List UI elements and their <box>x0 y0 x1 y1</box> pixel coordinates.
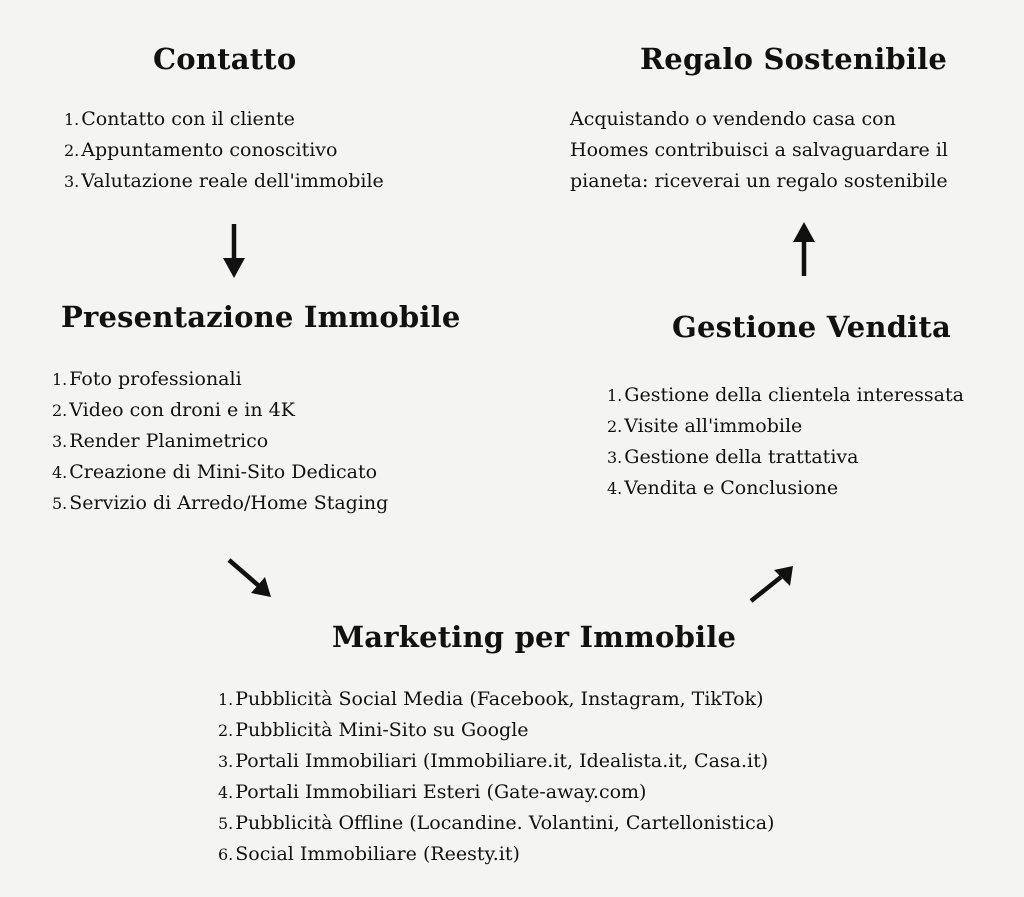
list-item: 1.Foto professionali <box>52 368 242 390</box>
regalo-line: pianeta: riceverai un regalo sostenibile <box>570 170 948 192</box>
list-item: 4.Vendita e Conclusione <box>607 477 839 499</box>
list-item: 3.Render Planimetrico <box>52 430 269 452</box>
regalo-line: Hoomes contribuisci a salvaguardare il <box>570 139 948 161</box>
list-item: 2.Appuntamento conoscitivo <box>64 139 338 161</box>
list-item: 5.Servizio di Arredo/Home Staging <box>52 492 389 514</box>
list-item: 1.Gestione della clientela interessata <box>607 384 964 406</box>
presentazione-title: Presentazione Immobile <box>61 300 461 334</box>
marketing-list: 1.Pubblicità Social Media (Facebook, Ins… <box>218 684 774 870</box>
list-item: 1.Pubblicità Social Media (Facebook, Ins… <box>218 688 764 710</box>
regalo-line: Acquistando o vendendo casa con <box>570 108 896 130</box>
arrow-up-icon <box>793 222 815 276</box>
marketing-title: Marketing per Immobile <box>332 620 737 654</box>
gestione-list: 1.Gestione della clientela interessata 2… <box>607 380 964 504</box>
list-item: 4.Creazione di Mini-Sito Dedicato <box>52 461 378 483</box>
list-item: 2.Video con droni e in 4K <box>52 399 295 421</box>
list-item: 3.Valutazione reale dell'immobile <box>64 170 384 192</box>
regalo-title: Regalo Sostenibile <box>640 42 947 76</box>
contatto-title: Contatto <box>153 42 297 76</box>
list-item: 2.Visite all'immobile <box>607 415 803 437</box>
arrow-down-icon <box>223 224 245 278</box>
list-item: 3.Portali Immobiliari (Immobiliare.it, I… <box>218 750 769 772</box>
arrow-down-right-icon <box>227 558 271 597</box>
list-item: 6.Social Immobiliare (Reesty.it) <box>218 843 520 865</box>
arrow-up-right-icon <box>749 566 793 603</box>
regalo-text: Acquistando o vendendo casa con Hoomes c… <box>570 104 948 197</box>
list-item: 5.Pubblicità Offline (Locandine. Volanti… <box>218 812 775 834</box>
list-item: 3.Gestione della trattativa <box>607 446 859 468</box>
list-item: 2.Pubblicità Mini-Sito su Google <box>218 719 529 741</box>
gestione-title: Gestione Vendita <box>672 310 951 344</box>
contatto-list: 1.Contatto con il cliente 2.Appuntamento… <box>64 104 384 197</box>
presentazione-list: 1.Foto professionali 2.Video con droni e… <box>52 364 388 519</box>
list-item: 4.Portali Immobiliari Esteri (Gate-away.… <box>218 781 647 803</box>
list-item: 1.Contatto con il cliente <box>64 108 295 130</box>
